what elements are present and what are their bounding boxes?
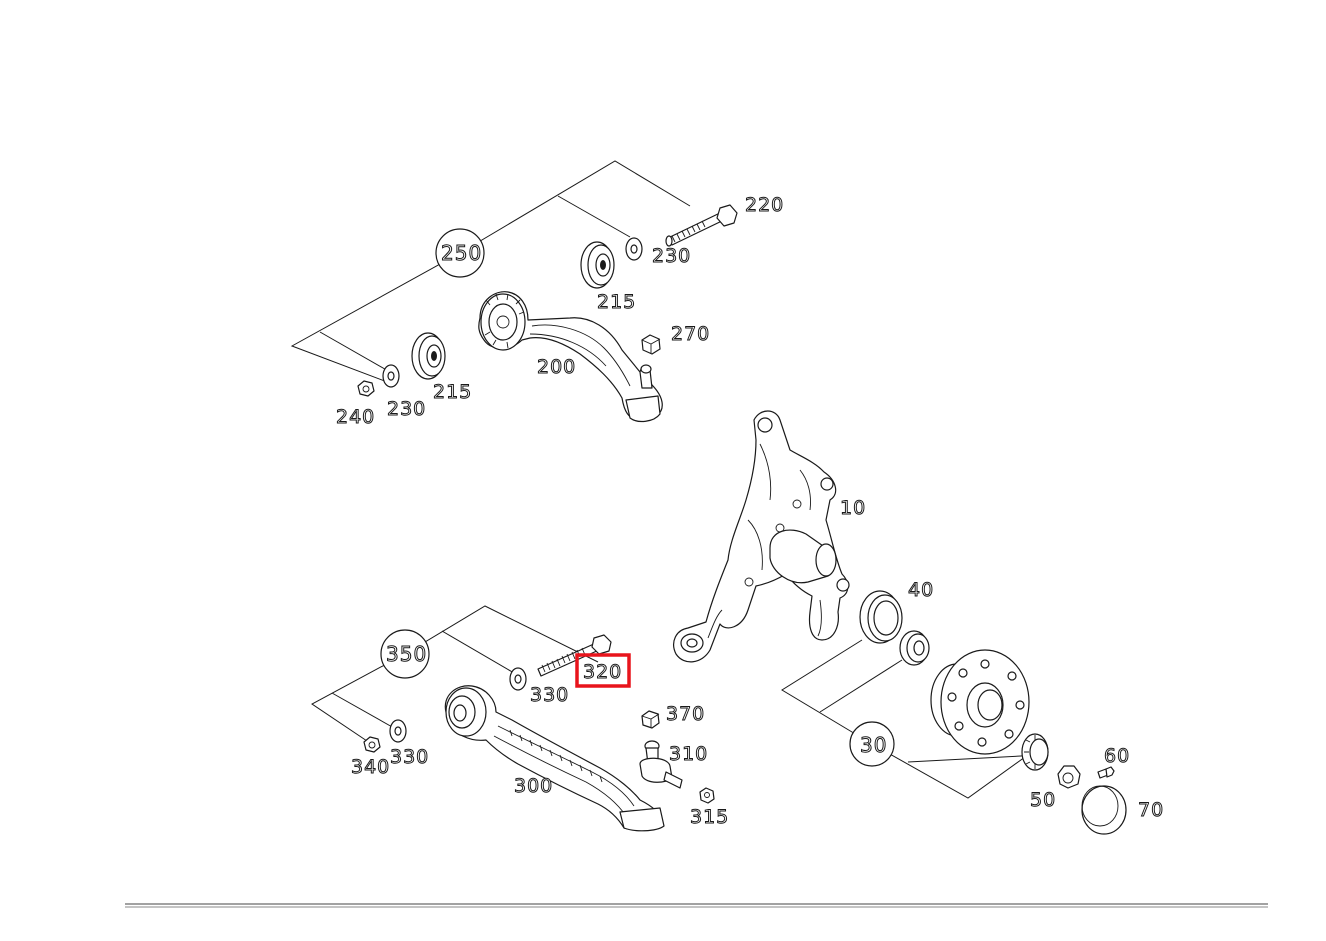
svg-text:30: 30: [860, 733, 887, 757]
callout-310[interactable]: 310: [669, 743, 708, 766]
callout-40[interactable]: 40: [908, 579, 934, 602]
group-250-leaders: [290, 160, 691, 384]
part-30-bearing[interactable]: [899, 630, 930, 666]
part-340-nut[interactable]: [363, 736, 381, 753]
part-230-washer-lower[interactable]: [382, 364, 400, 388]
callout-220[interactable]: 220: [745, 194, 784, 217]
part-240-nut[interactable]: [357, 380, 375, 397]
part-50-abs-ring[interactable]: [1021, 733, 1049, 771]
svg-text:320: 320: [583, 661, 622, 683]
part-230-washer-upper[interactable]: [625, 237, 643, 261]
callout-330-lower[interactable]: 330: [390, 746, 429, 769]
callout-circle-350[interactable]: 350: [380, 629, 430, 679]
callout-200[interactable]: 200: [537, 356, 576, 379]
part-320-bolt[interactable]: [537, 634, 612, 677]
callout-70[interactable]: 70: [1138, 799, 1164, 822]
group-350-leaders: [311, 605, 599, 744]
callout-215-lower[interactable]: 215: [433, 381, 472, 404]
callout-300[interactable]: 300: [514, 775, 553, 798]
part-30-wheel-hub[interactable]: [930, 649, 1030, 755]
group-30-leaders: [781, 639, 1041, 799]
part-220-bolt[interactable]: [665, 204, 738, 247]
part-40-seal[interactable]: [859, 590, 903, 644]
part-50-axle-nut[interactable]: [1057, 765, 1081, 789]
callout-230-lower[interactable]: 230: [387, 398, 426, 421]
part-315-nut[interactable]: [699, 787, 715, 804]
part-215-bushing-lower[interactable]: [411, 332, 446, 380]
callout-320-highlighted[interactable]: 320: [575, 653, 631, 688]
callout-240[interactable]: 240: [336, 406, 375, 429]
callout-370[interactable]: 370: [666, 703, 705, 726]
part-330-washer-lower[interactable]: [389, 719, 407, 743]
callout-330-upper[interactable]: 330: [530, 684, 569, 707]
highlight-box: [575, 653, 631, 688]
callout-270[interactable]: 270: [671, 323, 710, 346]
part-70-dust-cap[interactable]: [1081, 785, 1127, 835]
footer-rule: [125, 903, 1268, 908]
svg-text:250: 250: [441, 241, 482, 265]
part-215-bushing-upper[interactable]: [580, 241, 615, 289]
part-370-nut[interactable]: [641, 710, 660, 729]
part-60-screw[interactable]: [1097, 766, 1115, 779]
part-300-lower-arm[interactable]: [444, 685, 665, 832]
part-200-upper-arm[interactable]: [478, 291, 663, 423]
callout-60[interactable]: 60: [1104, 745, 1130, 768]
callout-labels: 220 230 215 270 200 215 230 240 10 40 60…: [336, 194, 1164, 829]
callout-50[interactable]: 50: [1030, 789, 1056, 812]
svg-text:350: 350: [386, 642, 427, 666]
callout-circle-30[interactable]: 30: [849, 721, 895, 767]
callout-215-upper[interactable]: 215: [597, 291, 636, 314]
part-270-nut[interactable]: [641, 334, 661, 355]
part-330-washer-upper[interactable]: [509, 667, 527, 691]
callout-10[interactable]: 10: [840, 497, 866, 520]
callout-circle-250[interactable]: 250: [435, 228, 485, 278]
callout-315[interactable]: 315: [690, 806, 729, 829]
callout-340[interactable]: 340: [351, 756, 390, 779]
callout-230-upper[interactable]: 230: [652, 245, 691, 268]
part-310-ball-joint[interactable]: [639, 740, 683, 789]
part-10-steering-knuckle[interactable]: [673, 410, 850, 663]
